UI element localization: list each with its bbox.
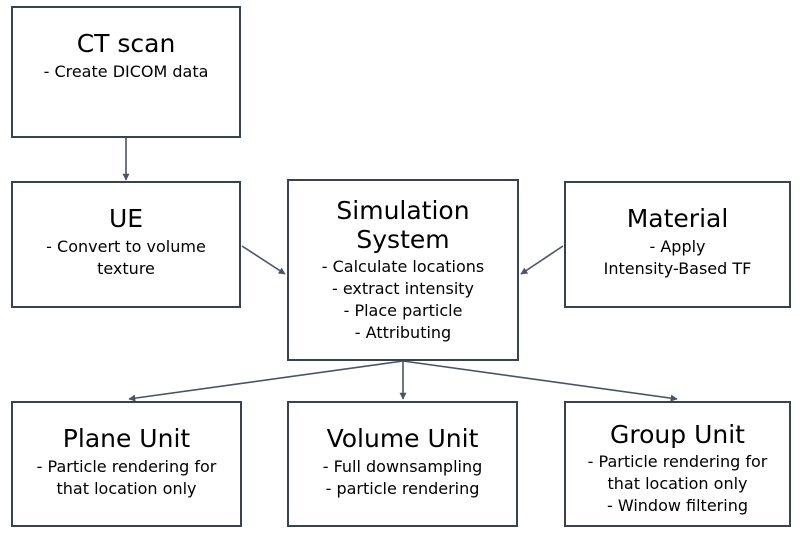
node-ue-title: UE xyxy=(108,204,144,233)
node-simulation-system-line: - extract intensity xyxy=(331,279,475,298)
node-group-unit-line: that location only xyxy=(607,474,748,493)
node-group-unit-line: - Particle rendering for xyxy=(587,452,768,471)
edge-sim-to-plane xyxy=(128,360,404,402)
node-volume-unit-title: Volume Unit xyxy=(326,424,479,453)
node-volume-unit-body: - Full downsampling - particle rendering xyxy=(323,456,483,500)
node-ue-line: - Convert to volume xyxy=(46,237,206,256)
edge-sim-to-group xyxy=(402,360,678,402)
node-simulation-system-title: Simulation System xyxy=(336,196,469,254)
node-ct-scan: CT scan - Create DICOM data xyxy=(11,6,241,138)
node-group-unit: Group Unit - Particle rendering for that… xyxy=(564,401,791,527)
node-material: Material - Apply Intensity-Based TF xyxy=(564,181,791,308)
node-plane-unit-line: - Particle rendering for xyxy=(36,457,217,476)
node-material-line: - Apply xyxy=(649,237,706,256)
node-simulation-system-line: - Place particle xyxy=(343,301,463,320)
node-ue-line: texture xyxy=(97,259,155,278)
node-group-unit-body: - Particle rendering for that location o… xyxy=(588,451,768,517)
node-simulation-system-body: - Calculate locations - extract intensit… xyxy=(322,256,485,344)
node-group-unit-line: - Window filtering xyxy=(607,496,748,515)
node-simulation-system-title-line: Simulation xyxy=(336,196,470,225)
node-ue-body: - Convert to volume texture xyxy=(46,236,206,280)
node-ue: UE - Convert to volume texture xyxy=(11,181,241,308)
node-plane-unit-title: Plane Unit xyxy=(62,424,191,453)
node-material-body: - Apply Intensity-Based TF xyxy=(604,236,752,280)
node-simulation-system: Simulation System - Calculate locations … xyxy=(287,179,519,361)
node-ct-scan-line: - Create DICOM data xyxy=(43,62,209,81)
node-plane-unit-line: that location only xyxy=(56,479,197,498)
node-simulation-system-title-line: System xyxy=(356,225,450,254)
node-volume-unit: Volume Unit - Full downsampling - partic… xyxy=(287,401,518,527)
node-simulation-system-line: - Calculate locations xyxy=(321,257,485,276)
node-material-title: Material xyxy=(626,204,729,233)
edge-material-to-sim xyxy=(520,245,564,275)
node-volume-unit-line: - Full downsampling xyxy=(322,457,483,476)
node-ct-scan-body: - Create DICOM data xyxy=(44,61,209,83)
edge-ue-to-sim xyxy=(241,245,286,275)
node-plane-unit: Plane Unit - Particle rendering for that… xyxy=(11,401,242,527)
node-simulation-system-line: - Attributing xyxy=(354,323,452,342)
node-volume-unit-line: - particle rendering xyxy=(325,479,480,498)
node-plane-unit-body: - Particle rendering for that location o… xyxy=(37,456,217,500)
node-group-unit-title: Group Unit xyxy=(610,420,745,449)
node-material-line: Intensity-Based TF xyxy=(603,259,752,278)
node-ct-scan-title: CT scan xyxy=(76,29,176,58)
